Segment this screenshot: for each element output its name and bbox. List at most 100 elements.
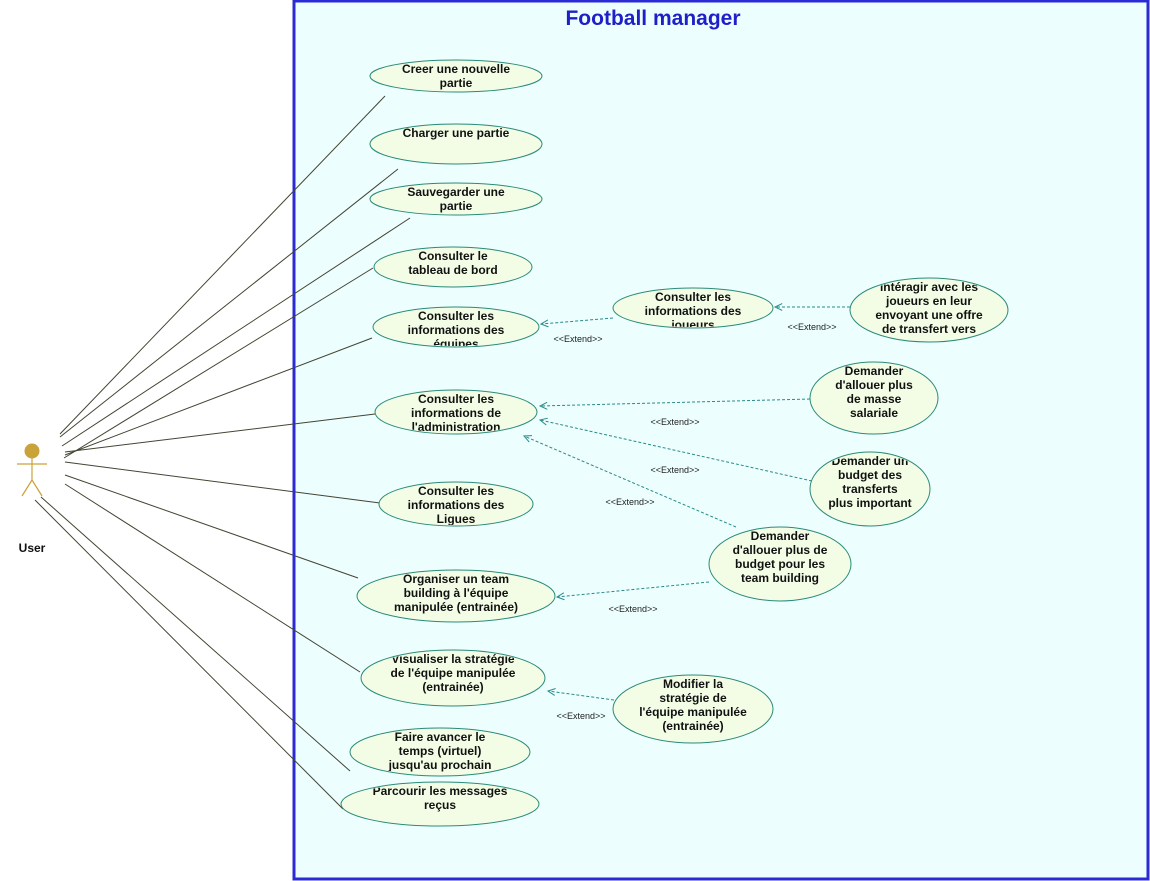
use-case-ellipse xyxy=(809,451,931,527)
association-line-equipes xyxy=(64,337,373,456)
use-case-label-line: Consulter le xyxy=(418,249,488,263)
extend-arrowhead xyxy=(522,435,533,443)
use-case-label-line: envoyant une offre xyxy=(875,308,983,322)
use-case-label-line: Visualiser la stratégie xyxy=(391,652,515,666)
extend-modifier-to-strategie: <<Extend>> xyxy=(546,688,615,721)
association-line-charger xyxy=(59,168,399,438)
extend-label: <<Extend>> xyxy=(605,497,654,507)
extend-arrowhead xyxy=(538,417,548,426)
use-case-label-line: reçus xyxy=(424,798,456,812)
use-case-label-line: budget pour les xyxy=(735,557,825,571)
use-case-ellipse xyxy=(809,361,939,435)
use-case-ellipse xyxy=(849,277,1009,343)
association-lines xyxy=(34,95,411,810)
use-case-ellipse xyxy=(708,526,852,602)
use-case-ellipse xyxy=(369,182,543,216)
use-case-label-line: team building xyxy=(741,571,819,585)
extend-line xyxy=(547,690,615,701)
use-case-label-line: Consulter les xyxy=(655,290,731,304)
extend-budget_tb-to-administration: <<Extend>> xyxy=(522,435,737,528)
use-case-label-line: Demander xyxy=(845,364,904,378)
use-case-ellipse xyxy=(372,306,540,348)
use-case-label-line: l'équipe manipulée xyxy=(639,705,747,719)
use-case-label-line: Creer une nouvelle xyxy=(402,62,510,76)
extend-label: <<Extend>> xyxy=(553,334,602,344)
association-line-strategie xyxy=(64,483,361,673)
association-line-sauvegarder xyxy=(61,217,411,447)
extend-joueurs-to-equipes: <<Extend>> xyxy=(539,317,614,344)
use-case-label-line: Sauvegarder une xyxy=(407,185,505,199)
extend-label: <<Extend>> xyxy=(608,604,657,614)
extend-label: <<Extend>> xyxy=(556,711,605,721)
use-case-label-line: Consulter les xyxy=(418,392,494,406)
extend-arrowhead xyxy=(546,688,556,696)
use-case-label-line: équipes xyxy=(433,337,479,351)
use-case-charger[interactable]: Charger une partie xyxy=(369,123,543,165)
extend-arrowhead xyxy=(773,303,783,311)
use-case-ellipse xyxy=(378,481,534,527)
actor-label: User xyxy=(19,541,46,555)
use-case-label-line: l'administration xyxy=(412,420,501,434)
extend-label: <<Extend>> xyxy=(650,465,699,475)
use-case-label-line: informations de xyxy=(411,406,501,420)
extend-interagir-to-joueurs: <<Extend>> xyxy=(773,303,850,332)
actor-right-leg xyxy=(31,479,43,497)
use-case-label-line: tableau de bord xyxy=(408,263,497,277)
extend-line xyxy=(523,435,737,528)
actor-user[interactable] xyxy=(17,443,47,497)
use-case-label-line: de transfert vers xyxy=(882,322,976,336)
use-case-label-line: joueurs en leur xyxy=(885,294,972,308)
use-case-label-line: salariale xyxy=(850,406,898,420)
extend-line xyxy=(539,419,813,482)
extend-line xyxy=(539,398,811,407)
use-case-label-line: plus important xyxy=(828,496,911,510)
use-case-label-line: partie xyxy=(440,76,473,90)
extend-masse-to-administration: <<Extend>> xyxy=(538,398,811,427)
association-line-administration xyxy=(64,413,376,453)
use-case-label-line: (entrainée) xyxy=(422,680,483,694)
use-case-label-line: informations des xyxy=(645,304,742,318)
use-case-label-line: Organiser un team xyxy=(403,572,509,586)
use-case-label-line: de masse xyxy=(847,392,902,406)
use-case-label-line: Consulter les xyxy=(418,484,494,498)
extend-arrowhead xyxy=(555,592,565,601)
use-case-ellipse xyxy=(374,389,538,435)
extend-label: <<Extend>> xyxy=(650,417,699,427)
use-case-ellipse xyxy=(373,246,533,288)
use-case-ellipse xyxy=(612,674,774,744)
extend-line xyxy=(556,581,710,598)
use-case-ellipse xyxy=(612,287,774,329)
actor-left-leg xyxy=(21,479,33,497)
use-case-label-line: Ligues xyxy=(437,512,476,526)
association-line-messages xyxy=(34,499,344,810)
association-line-temps xyxy=(40,496,351,772)
use-case-label-line: d'allouer plus xyxy=(835,378,913,392)
use-case-label-line: transferts xyxy=(842,482,898,496)
use-case-label-line: jusqu'au prochain xyxy=(388,758,492,772)
extend-budget_tb-to-teambuilding: <<Extend>> xyxy=(555,581,710,614)
use-case-label-line: d'allouer plus de xyxy=(733,543,828,557)
system-title: Football manager xyxy=(565,7,740,30)
use-case-label-line: building à l'équipe xyxy=(404,586,509,600)
use-case-label-line: temps (virtuel) xyxy=(399,744,482,758)
extend-arrowhead xyxy=(539,319,549,328)
extend-transferts-to-administration: <<Extend>> xyxy=(538,417,813,482)
